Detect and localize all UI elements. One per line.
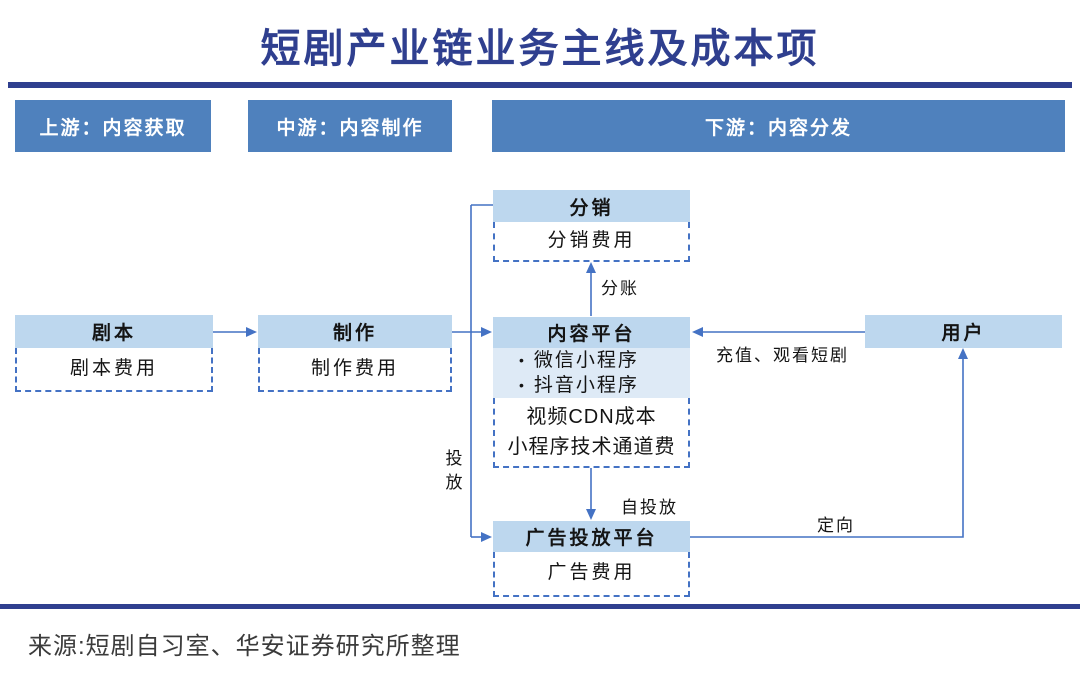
edge-label-revenue-split: 分账 [601,279,639,298]
page-title: 短剧产业链业务主线及成本项 [260,27,820,71]
node-ad-platform: 广告投放平台 [493,521,690,552]
cost-script: 剧本费用 [15,348,213,392]
edge-label-placement: 投放 [445,449,465,492]
edge-label-targeting: 定向 [817,516,855,535]
node-script: 剧本 [15,315,213,348]
cost-distribution: 分销费用 [493,222,690,262]
node-content-platform: 内容平台 [493,317,690,348]
cost-production: 制作费用 [258,348,452,392]
title-divider [8,82,1072,88]
node-production: 制作 [258,315,452,348]
cost-content-platform: 视频CDN成本 小程序技术通道费 [493,398,690,468]
node-distribution: 分销 [493,190,690,222]
stage-midstream: 中游：内容制作 [248,100,452,152]
bullet-icon: • [519,352,526,368]
platform-channel-label: 微信小程序 [533,350,639,371]
cost-line-channel-fee: 小程序技术通道费 [507,436,676,458]
source-note: 来源:短剧自习室、华安证券研究所整理 [28,633,461,660]
platform-channels: • 微信小程序 • 抖音小程序 [493,348,690,398]
platform-channel-wechat: • 微信小程序 [519,348,690,373]
edge-label-self-placement: 自投放 [621,498,678,517]
node-user: 用户 [865,315,1062,348]
platform-channel-douyin: • 抖音小程序 [519,373,690,398]
cost-line-cdn: 视频CDN成本 [526,406,657,428]
stage-downstream: 下游：内容分发 [492,100,1065,152]
platform-channel-label: 抖音小程序 [533,375,639,396]
bullet-icon: • [519,377,526,393]
stage-upstream: 上游：内容获取 [15,100,211,152]
cost-ad-platform: 广告费用 [493,552,690,597]
bottom-divider [0,604,1080,609]
edge-label-recharge-watch: 充值、观看短剧 [716,346,849,365]
